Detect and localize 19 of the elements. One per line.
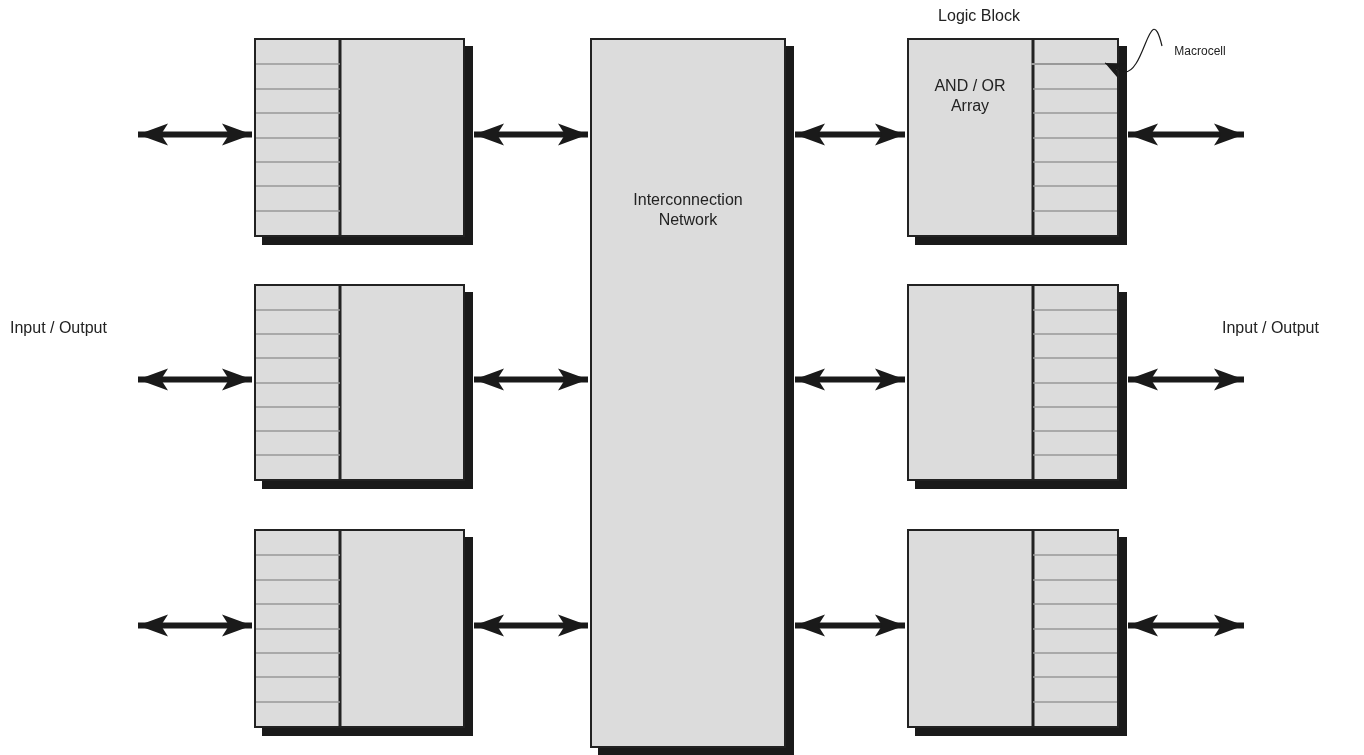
block-label: Interconnection Network	[632, 190, 744, 230]
bidirectional-arrow	[138, 368, 252, 391]
bidirectional-arrow	[795, 123, 905, 146]
array-label: AND / OR Array	[933, 76, 1007, 116]
bidirectional-arrow	[1128, 368, 1244, 391]
block-heading: Logic Block	[937, 6, 1021, 26]
leader-line	[1104, 28, 1163, 78]
bidirectional-arrow	[474, 123, 588, 146]
bidirectional-arrow	[1128, 123, 1244, 146]
bidirectional-arrow	[795, 614, 905, 637]
bidirectional-arrow	[474, 368, 588, 391]
bidirectional-arrow	[795, 368, 905, 391]
bidirectional-arrow	[138, 123, 252, 146]
io-label: Input / Output	[10, 318, 107, 338]
io-label: Input / Output	[1222, 318, 1319, 338]
macrocell-label: Macrocell	[1173, 44, 1227, 59]
bidirectional-arrow	[474, 614, 588, 637]
bidirectional-arrow	[138, 614, 252, 637]
bidirectional-arrow	[1128, 614, 1244, 637]
